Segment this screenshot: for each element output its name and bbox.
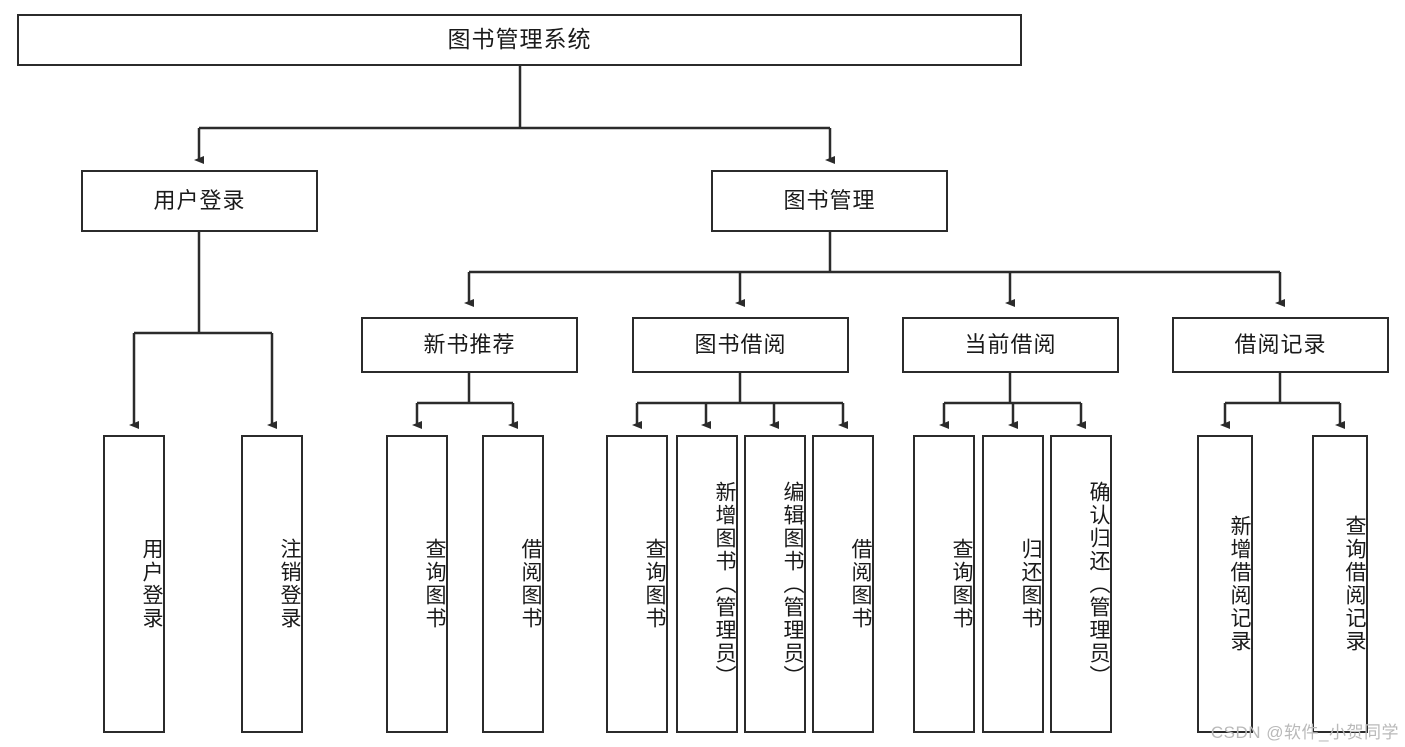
leaf-current-borrow-query-book[interactable]: 查询图书 [913,435,975,733]
leaf-user-login-logout[interactable]: 注销登录 [241,435,303,733]
leaf-borrow-record-add-record[interactable]: 新增借阅记录 [1197,435,1253,733]
leaf-book-borrow-add-book-admin[interactable]: 新增图书（管理员） [676,435,738,733]
node-book-borrow[interactable]: 图书借阅 [632,317,849,373]
leaf-user-login-login[interactable]: 用户登录 [103,435,165,733]
node-label: 查询图书 [950,538,973,630]
leaf-current-borrow-confirm-return-admin[interactable]: 确认归还（管理员） [1050,435,1112,733]
node-label: 当前借阅 [964,331,1057,357]
node-label: 查询借阅记录 [1343,515,1366,653]
leaf-book-borrow-borrow-book[interactable]: 借阅图书 [812,435,874,733]
leaf-book-borrow-query-book[interactable]: 查询图书 [606,435,668,733]
node-label: 查询图书 [423,538,446,630]
node-label: 编辑图书（管理员） [781,480,804,688]
node-label: 借阅图书 [519,538,542,630]
watermark-text: CSDN @软件_小贺同学 [1210,723,1399,742]
leaf-new-book-query-book[interactable]: 查询图书 [386,435,448,733]
node-label: 新书推荐 [423,331,516,357]
node-label: 注销登录 [278,538,301,630]
leaf-current-borrow-return-book[interactable]: 归还图书 [982,435,1044,733]
leaf-borrow-record-query-record[interactable]: 查询借阅记录 [1312,435,1368,733]
node-label: 图书管理系统 [447,26,592,53]
node-label: 图书管理 [783,187,876,213]
node-borrow-record[interactable]: 借阅记录 [1172,317,1389,373]
node-label: 确认归还（管理员） [1087,480,1110,688]
leaf-book-borrow-edit-book-admin[interactable]: 编辑图书（管理员） [744,435,806,733]
node-current-borrow[interactable]: 当前借阅 [902,317,1119,373]
node-book-management[interactable]: 图书管理 [711,170,948,232]
node-user-login[interactable]: 用户登录 [81,170,318,232]
node-label: 新增借阅记录 [1228,515,1251,653]
node-root-book-management-system[interactable]: 图书管理系统 [17,14,1022,66]
leaf-new-book-borrow-book[interactable]: 借阅图书 [482,435,544,733]
node-label: 借阅记录 [1234,331,1327,357]
node-label: 用户登录 [140,538,163,630]
node-label: 图书借阅 [694,331,787,357]
node-label: 新增图书（管理员） [713,480,736,688]
node-new-book-recommend[interactable]: 新书推荐 [361,317,578,373]
node-label: 用户登录 [153,187,246,213]
node-label: 借阅图书 [849,538,872,630]
node-label: 查询图书 [643,538,666,630]
node-label: 归还图书 [1019,538,1042,630]
